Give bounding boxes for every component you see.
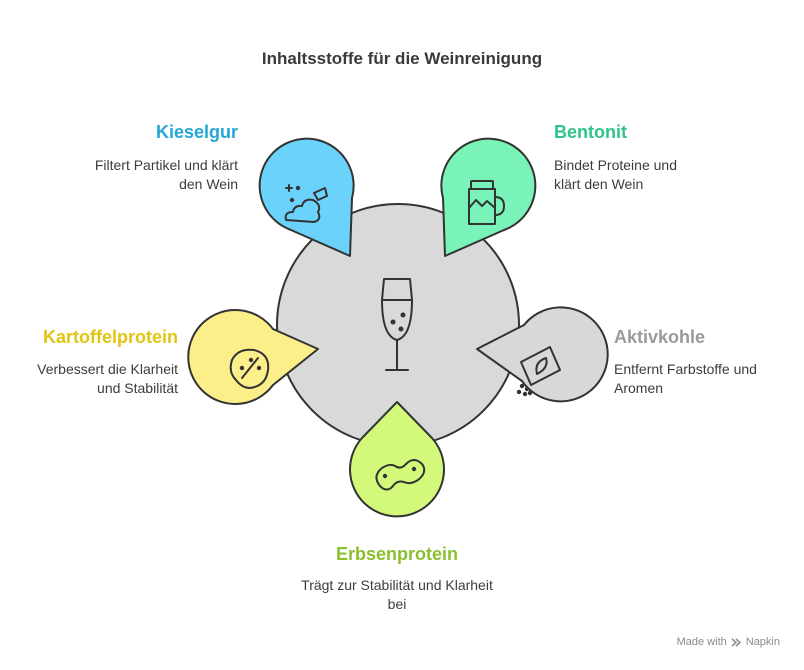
bentonit-description: Bindet Proteine und klärt den Wein — [554, 157, 677, 192]
kieselgur-drop — [258, 137, 355, 257]
jar-mug-icon — [468, 180, 505, 225]
bentonit-heading: Bentonit — [554, 122, 627, 142]
seed-packet-icon — [516, 346, 561, 397]
bentonit-drop — [440, 137, 537, 257]
aktivkohle-description: Entfernt Farbstoffe und Aromen — [614, 361, 757, 396]
kartoffelprotein-heading: Kartoffelprotein — [43, 327, 178, 347]
footer: Made with Napkin — [677, 636, 780, 648]
kartoffelprotein-drop — [187, 309, 319, 405]
erbsenprotein-description: Trägt zur Stabilität und Klarheit bei — [301, 577, 493, 612]
aktivkohle-heading: Aktivkohle — [614, 327, 706, 347]
erbsenprotein-heading: Erbsenprotein — [335, 544, 459, 564]
kieselgur-description: Filtert Partikel und klärt den Wein — [94, 157, 238, 192]
powder-pile-icon — [284, 184, 328, 223]
peanut-icon — [375, 459, 426, 491]
kieselgur-heading: Kieselgur — [155, 122, 238, 142]
champagne-glass-icon — [381, 278, 413, 371]
erbsenprotein-drop — [349, 401, 445, 518]
made-with-label: Made with — [676, 636, 727, 648]
napkin-brand-label[interactable]: Napkin — [745, 636, 780, 648]
aktivkohle-drop — [476, 306, 609, 403]
potato-icon — [229, 348, 270, 389]
kartoffelprotein-description: Verbessert die Klarheit und Stabilität — [37, 361, 178, 396]
napkin-logo-icon — [731, 637, 741, 647]
diagram-title: Inhaltsstoffe für die Weinreinigung — [261, 49, 543, 68]
